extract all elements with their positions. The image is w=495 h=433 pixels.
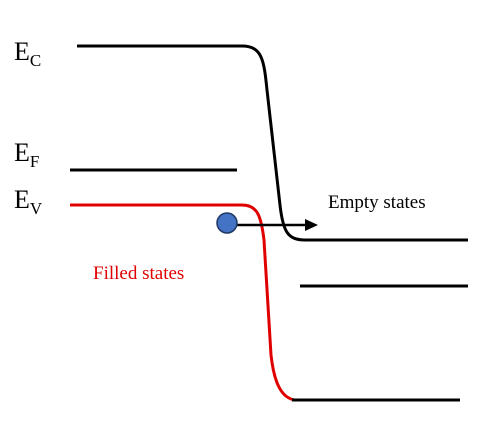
electron-icon — [216, 212, 238, 234]
ev-label-sub: V — [30, 199, 43, 218]
valence-band-edge — [70, 203, 296, 402]
ef-label-sub: F — [30, 152, 39, 171]
ec-label-main: E — [14, 37, 30, 66]
filled-states-label: Filled states — [93, 263, 184, 284]
ec-label: EC — [14, 37, 41, 70]
tunneling-arrow-head-icon — [305, 219, 318, 231]
conduction-band-edge — [77, 44, 468, 242]
ec-label-sub: C — [30, 51, 41, 70]
empty-states-label: Empty states — [328, 192, 426, 213]
ev-label: EV — [14, 185, 43, 218]
ev-label-main: E — [14, 185, 30, 214]
ef-label: EF — [14, 138, 39, 171]
ef-label-main: E — [14, 138, 30, 167]
